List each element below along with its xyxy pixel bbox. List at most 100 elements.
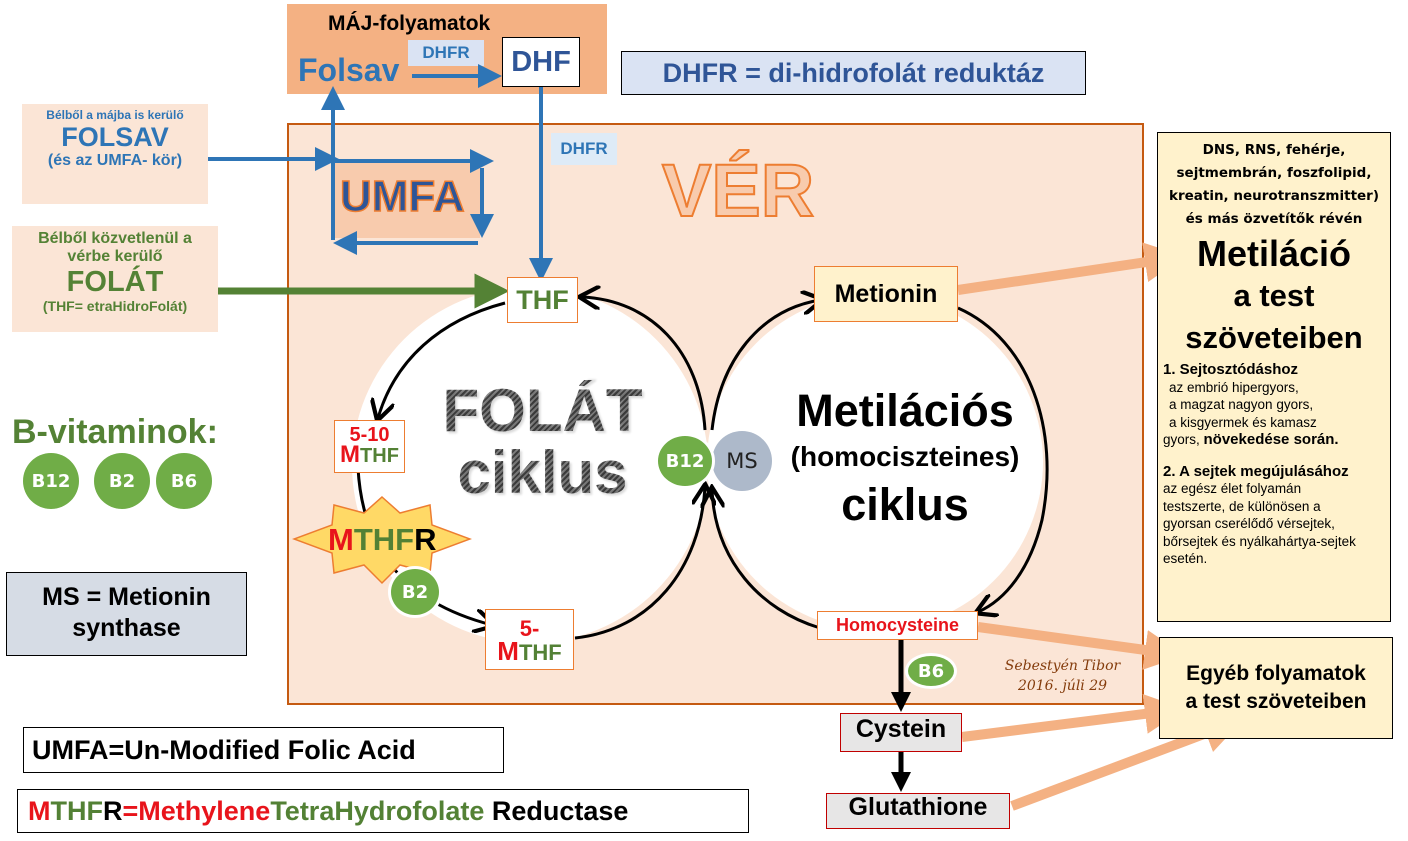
glutathione-node: Glutathione xyxy=(826,793,1010,829)
methylation-point2: 2. A sejtek megújulásához az egész élet … xyxy=(1158,463,1390,568)
methylation-intro-line: sejtmembrán, foszfolipid, xyxy=(1176,165,1372,181)
mthfr-legend-tetrahydrofolate: TetraHydrofolate xyxy=(270,796,485,826)
methylation-title-line1: Metiláció xyxy=(1196,233,1352,274)
mthfr-legend-eq: = xyxy=(122,796,139,826)
mthfr-enzyme-m: M xyxy=(328,522,354,557)
methylation-intro-line: DNS, RNS, fehérje, xyxy=(1202,142,1346,158)
mthfr-legend: MTHFR=MethyleneTetraHydrofolate Reductas… xyxy=(17,789,749,833)
vitamin-b12-badge: B12 xyxy=(23,453,79,509)
signature-name: Sebestyén Tibor xyxy=(1004,658,1121,674)
liver-title: MÁJ-folyamatok xyxy=(328,12,491,35)
methylation-cycle-title: Metilációs (homociszteines) ciklus xyxy=(770,385,1040,533)
mthfr-enzyme-r: R xyxy=(414,522,437,557)
homocysteine-node: Homocysteine xyxy=(817,611,978,640)
point1-line: az embrió hipergyors, xyxy=(1169,379,1299,395)
methylation-cycle-title-line3: ciklus xyxy=(841,479,969,530)
umfa-box xyxy=(335,162,480,238)
blood-label: VÉR xyxy=(661,148,815,233)
ms-legend-line2: synthase xyxy=(72,614,181,642)
b6-cofactor-badge: B6 xyxy=(905,653,957,689)
b2-cofactor-badge: B2 xyxy=(388,566,442,618)
intestine-folat-box: Bélből közvetlenül a vérbe kerülő FOLÁT … xyxy=(12,226,218,332)
methylation-title-line3: szöveteiben xyxy=(1185,320,1363,355)
point2-line: bőrsejtek és nyálkahártya-sejtek xyxy=(1163,533,1356,549)
mthfr-legend-thf: THF xyxy=(50,796,103,826)
methylation-cycle-title-line1: Metilációs xyxy=(796,385,1014,436)
mthf-510-thf: THF xyxy=(360,445,399,467)
mthf-5-prefix: 5- xyxy=(519,616,540,641)
ms-legend: MS = Metionin synthase xyxy=(6,572,247,656)
glutathione-to-other-arrow xyxy=(1010,714,1244,811)
point1-line: a kisgyermek és kamasz xyxy=(1169,414,1317,430)
homocysteine-to-other-arrow xyxy=(977,622,1185,670)
signature-date: 2016. júli 29 xyxy=(1017,678,1108,694)
intestine-folsav-box: Bélből a májba is kerülő FOLSAV (és az U… xyxy=(22,104,208,204)
cystein-to-other-arrow xyxy=(961,694,1185,742)
methylation-intro: DNS, RNS, fehérje, sejtmembrán, foszfoli… xyxy=(1158,139,1390,231)
metionin-node: Metionin xyxy=(814,266,958,322)
point1-tail-plain: gyors, xyxy=(1163,432,1204,447)
methylation-cycle-circle xyxy=(707,294,1043,630)
liver-folsav: Folsav xyxy=(298,52,400,88)
methylation-intro-line: és más özvetítők révén xyxy=(1185,211,1363,227)
thf-node: THF xyxy=(507,277,578,323)
dhf-node: DHF xyxy=(502,37,580,87)
folate-cycle-title-line2: ciklus xyxy=(457,439,628,506)
metionin-to-methylation-arrow xyxy=(957,242,1185,295)
point1-line: a magzat nagyon gyors, xyxy=(1169,397,1314,412)
umfa-legend: UMFA=Un-Modified Folic Acid xyxy=(23,727,504,773)
mthf-5-node: 5- MTHF xyxy=(485,609,574,670)
mthfr-enzyme-star-icon xyxy=(292,495,472,585)
mthfr-legend-m: M xyxy=(28,796,51,826)
5mthf-to-ms-arrow xyxy=(574,487,705,640)
intestine-folsav-line3: (és az UMFA- kör) xyxy=(47,152,183,169)
other-processes-line2: a test szöveteiben xyxy=(1185,690,1367,713)
mthf-510-m: M xyxy=(340,441,361,468)
methylation-title: Metiláció a test szöveteiben xyxy=(1158,233,1390,359)
b-vitamins-title: B-vitaminok: xyxy=(12,413,218,451)
other-processes-box: Egyéb folyamatok a test szöveteiben xyxy=(1159,637,1393,739)
intestine-folat-line2: vérbe kerülő xyxy=(67,248,163,265)
thf-to-510mthf-arrow xyxy=(378,301,506,418)
methylation-point1: 1. Sejtosztódáshoz az embrió hipergyors,… xyxy=(1158,361,1390,449)
point2-line: gyorsan cserélődő vérsejtek, xyxy=(1163,516,1335,531)
mthfr-legend-r: R xyxy=(102,796,123,826)
umfa-label: UMFA xyxy=(339,171,465,222)
other-processes-line1: Egyéb folyamatok xyxy=(1186,662,1366,685)
intestine-folsav-line2: FOLSAV xyxy=(61,122,169,152)
vitamin-b6-badge: B6 xyxy=(156,453,212,509)
mthf-5-m: M xyxy=(497,636,519,666)
ms-enzyme-badge: MS xyxy=(712,431,772,491)
vitamin-b2-badge: B2 xyxy=(94,453,150,509)
point2-heading: 2. A sejtek megújulásához xyxy=(1163,462,1349,480)
point1-heading: 1. Sejtosztódáshoz xyxy=(1163,361,1299,378)
mthfr-legend-reductase: Reductase xyxy=(484,796,629,826)
ms-to-metionin-arrow xyxy=(710,300,820,431)
methylation-intro-line: kreatin, neurotranszmitter) xyxy=(1168,188,1380,204)
b12-cofactor-badge: B12 xyxy=(655,433,715,489)
metionin-to-homocysteine-arrow xyxy=(957,306,1049,612)
point2-line: testszerte, de különösen a xyxy=(1163,498,1321,514)
mthf-510-prefix: 5-10 xyxy=(349,424,390,446)
ms-to-thf-arrow xyxy=(582,297,707,431)
dhfr-legend: DHFR = di-hidrofolát reduktáz xyxy=(621,51,1086,95)
mthfr-legend-methylene: Methylene xyxy=(138,796,271,826)
folate-cycle-circle xyxy=(352,287,708,643)
folate-cycle-title-line1: FOLÁT xyxy=(442,377,643,444)
cystein-node: Cystein xyxy=(840,713,962,752)
mthfr-enzyme-thf: THF xyxy=(353,522,415,557)
mthf-510-node: 5-10 MTHF xyxy=(334,420,405,473)
intestine-folat-line4: (THF= etraHidroFolát) xyxy=(42,298,188,314)
methylation-cycle-title-line2: (homociszteines) xyxy=(790,441,1020,472)
homocysteine-to-ms-arrow xyxy=(712,490,821,630)
point2-line: az egész élet folyamán xyxy=(1163,481,1302,496)
ms-legend-line1: MS = Metionin xyxy=(42,583,211,611)
blood-dhfr-label: DHFR xyxy=(551,133,617,165)
folate-cycle-title: FOLÁT ciklus xyxy=(430,380,655,504)
mthf-5-thf: THF xyxy=(518,640,562,665)
author-signature: Sebestyén Tibor 2016. júli 29 xyxy=(995,656,1130,696)
intestine-folat-line1: Bélből közvetlenül a xyxy=(38,230,192,247)
methylation-title-line2: a test xyxy=(1233,278,1315,313)
methylation-info-box: DNS, RNS, fehérje, sejtmembrán, foszfoli… xyxy=(1157,132,1391,622)
